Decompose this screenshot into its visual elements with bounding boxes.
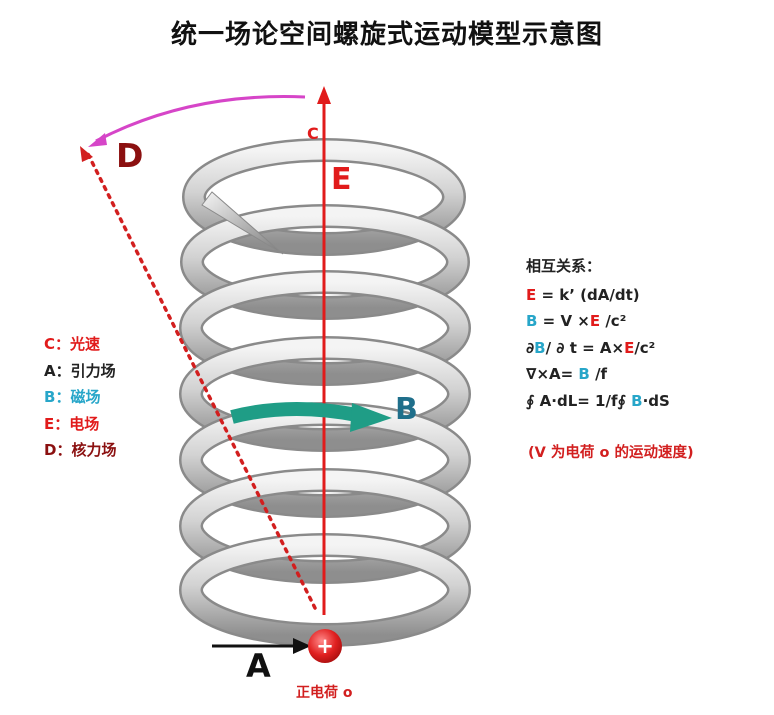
label-d: D (116, 136, 144, 175)
nuclear-dotted-line (80, 146, 317, 610)
legend: C：光速 A：引力场 B：磁场 E：电场 D：核力场 (44, 331, 116, 464)
legend-item-d: D：核力场 (44, 441, 117, 459)
equation-4: ∇×A= B /f (526, 365, 608, 383)
legend-item-c: C：光速 (44, 335, 101, 353)
diagram-title: 统一场论空间螺旋式运动模型示意图 (170, 20, 603, 50)
label-e: E (331, 162, 352, 197)
magnetic-arrow (230, 402, 392, 432)
equation-1: E = k’ (dA/dt) (526, 285, 640, 304)
spring-cone-tip (201, 191, 284, 255)
charge-caption: 正电荷 o (296, 685, 353, 701)
relations-panel: 相互关系： E = k’ (dA/dt) B = V ×E /c² ∂B/ ∂ … (526, 253, 670, 414)
equation-5: ∮ A·dL= 1/f∮ B·dS (526, 391, 670, 410)
relations-heading: 相互关系： (526, 257, 602, 275)
equation-3: ∂B/ ∂ t = A×E/c² (526, 338, 656, 357)
legend-item-a: A：引力场 (44, 361, 116, 380)
positive-charge: + (308, 629, 342, 663)
label-c: C (307, 124, 319, 143)
label-a: A (246, 647, 271, 685)
gravity-arrow (212, 638, 311, 654)
charge-sign: + (316, 634, 334, 658)
legend-item-e: E：电场 (44, 414, 100, 433)
nuclear-arc-arrow (88, 95, 306, 147)
legend-item-b: B：磁场 (44, 388, 101, 406)
label-b: B (395, 392, 418, 427)
velocity-note: (V 为电荷 o 的运动速度) (528, 445, 694, 461)
electric-axis-arrow (317, 86, 331, 615)
equation-2: B = V ×E /c² (526, 312, 627, 330)
